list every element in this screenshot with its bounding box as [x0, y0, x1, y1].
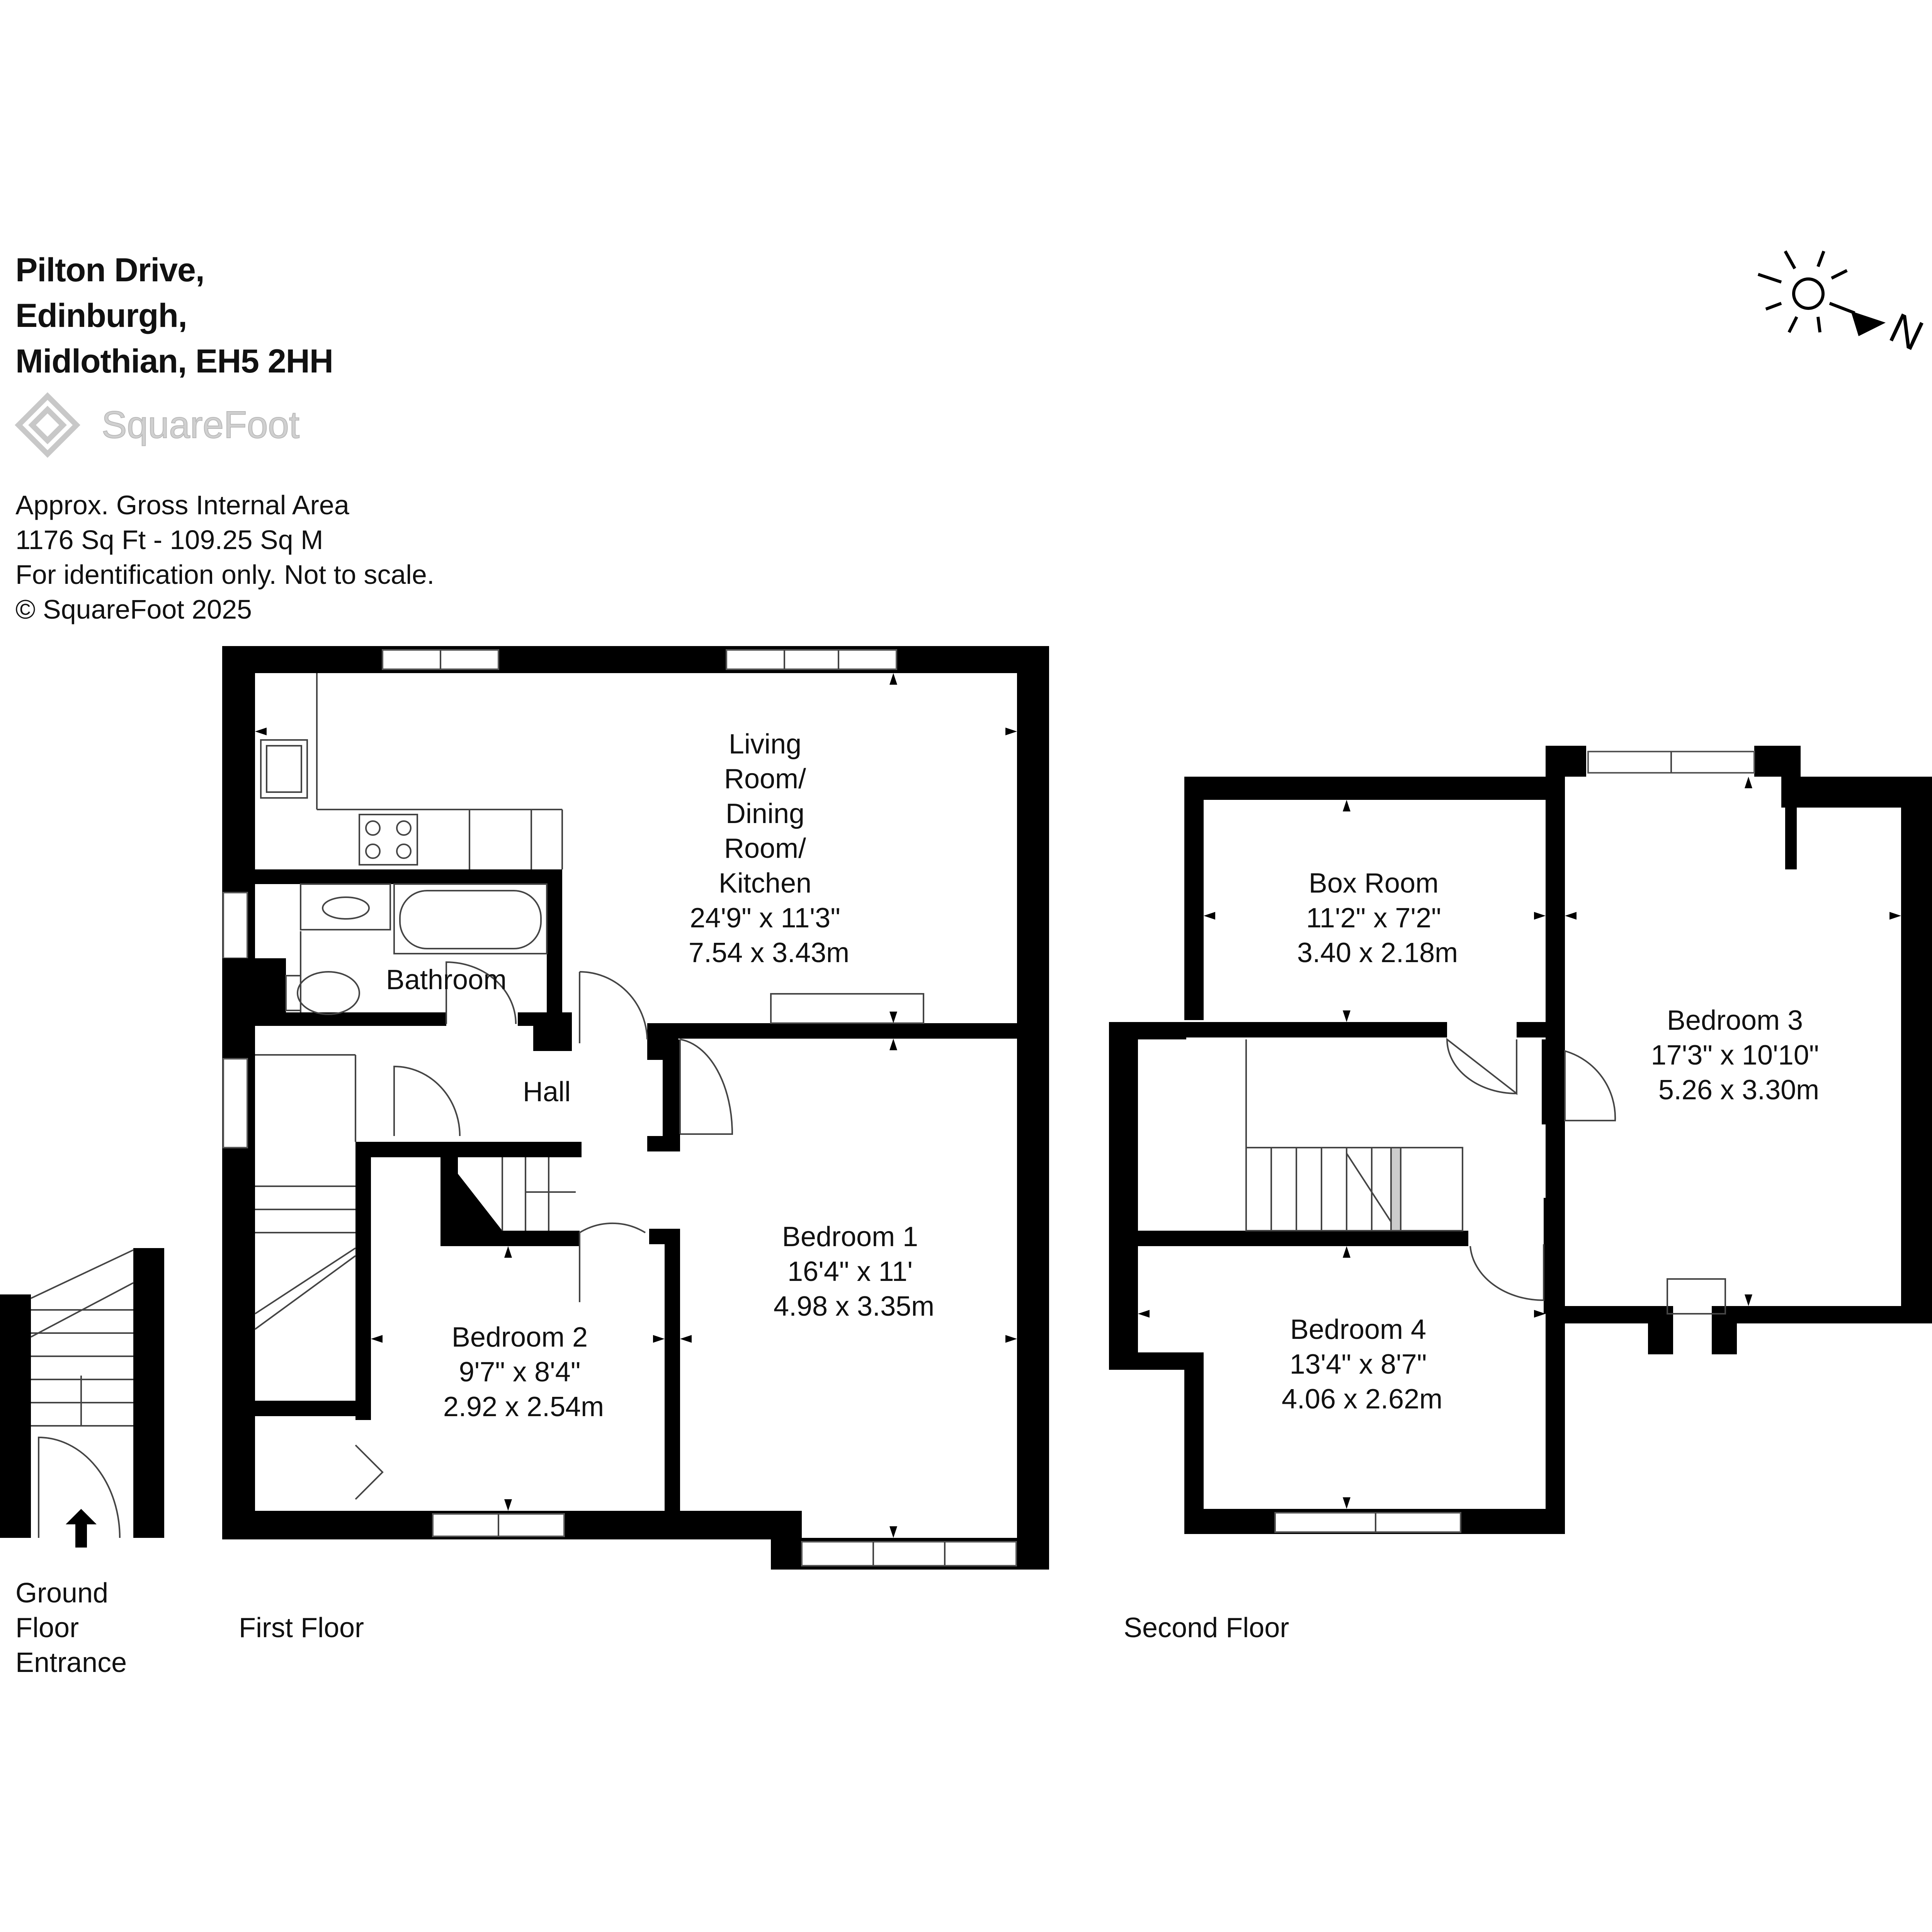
room-label-boxroom: Box Room 11'2" x 7'2" 3.40 x 2.18m	[1297, 868, 1458, 968]
north-label: N	[1883, 304, 1930, 360]
room-labels: Living Room/ Dining Room/ Kitchen 24'9" …	[386, 729, 1827, 1422]
info-line: © SquareFoot 2025	[15, 594, 252, 624]
room-label-bedroom1: Bedroom 1 16'4" x 11' 4.98 x 3.35m	[774, 1221, 934, 1322]
second-floor-plan	[1109, 746, 1932, 1534]
info-line: Approx. Gross Internal Area	[15, 490, 349, 520]
ground-floor-label: Ground Floor Entrance	[15, 1578, 127, 1678]
entrance-arrow-icon	[66, 1509, 97, 1548]
area-info: Approx. Gross Internal Area 1176 Sq Ft -…	[15, 488, 434, 627]
window-living-2	[726, 649, 897, 670]
address-line: Midlothian, EH5 2HH	[15, 343, 333, 380]
squarefoot-logo: SquareFoot	[15, 392, 300, 458]
first-floor-top-wall	[222, 646, 1049, 673]
info-line: 1176 Sq Ft - 109.25 Sq M	[15, 525, 323, 555]
first-floor-label: First Floor	[239, 1612, 364, 1643]
svg-text:SquareFoot: SquareFoot	[102, 403, 299, 446]
room-label-hall: Hall	[523, 1077, 571, 1107]
property-address: Pilton Drive, Edinburgh, Midlothian, EH5…	[15, 247, 333, 384]
first-floor-plan	[222, 646, 1049, 1570]
address-line: Pilton Drive,	[15, 252, 205, 289]
sun-north-icon: N	[1757, 250, 1930, 360]
info-line: For identification only. Not to scale.	[15, 560, 435, 590]
address-line: Edinburgh,	[15, 297, 187, 334]
room-label-living: Living Room/ Dining Room/ Kitchen 24'9" …	[689, 729, 849, 968]
hob-icon	[359, 814, 418, 866]
dimension-markers	[255, 673, 1901, 1538]
bathtub-icon	[393, 883, 548, 954]
window-bedroom1	[801, 1541, 1017, 1566]
ground-floor-entrance	[0, 1248, 164, 1548]
room-label-bedroom2: Bedroom 2 9'7" x 8'4" 2.92 x 2.54m	[443, 1322, 604, 1422]
second-floor-label: Second Floor	[1124, 1612, 1289, 1643]
room-label-bedroom3: Bedroom 3 17'3" x 10'10" 5.26 x 3.30m	[1651, 1005, 1827, 1105]
kitchen-sink-icon	[260, 739, 308, 799]
room-label-bedroom4: Bedroom 4 13'4" x 8'7" 4.06 x 2.62m	[1282, 1314, 1442, 1415]
toilet-icon	[285, 971, 360, 1015]
room-label-bathroom: Bathroom	[386, 964, 507, 995]
basin-icon	[300, 883, 391, 930]
